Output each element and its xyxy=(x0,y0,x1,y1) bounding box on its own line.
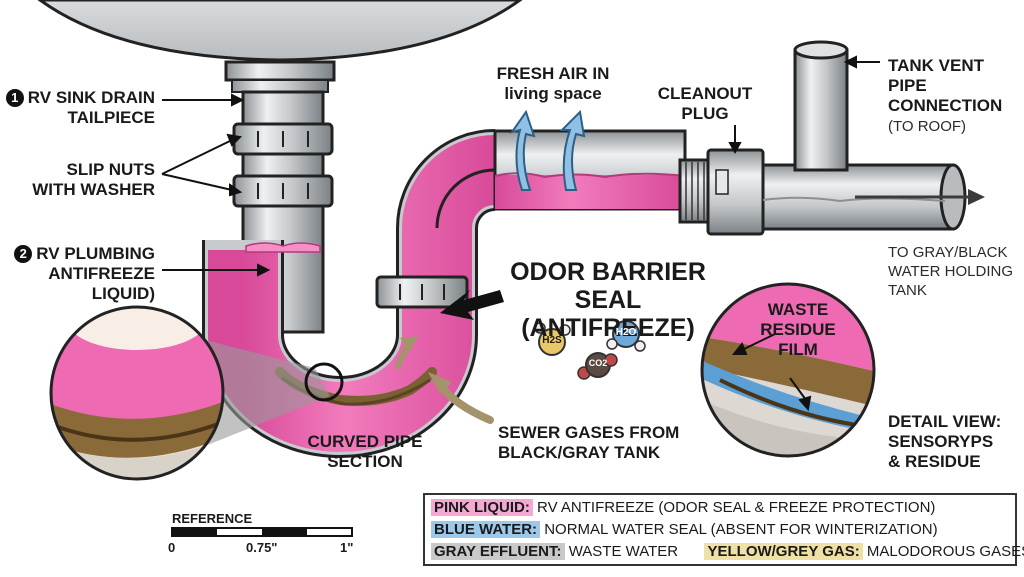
molecule-co2-label: CO2 xyxy=(588,358,608,368)
legend-yellow-text: MALODOROUS GASES xyxy=(866,543,1024,560)
magnifier-connector xyxy=(190,340,330,452)
label-cleanout-line1: CLEANOUT xyxy=(657,84,753,103)
molecule-h2s xyxy=(534,322,571,356)
label-tank-line3: TANK xyxy=(888,282,927,299)
label-vent-line3: (TO ROOF) xyxy=(888,118,967,135)
label-detail-line1: DETAIL VIEW: xyxy=(888,412,1002,431)
label-vent: TANK VENT PIPE CONNECTION (TO ROOF) xyxy=(888,56,1023,136)
label-sewer-gases: SEWER GASES FROM BLACK/GRAY TANK xyxy=(498,423,698,463)
label-tailpiece-line1: RV SINK DRAIN xyxy=(27,88,155,107)
scale-tick-075: 0.75" xyxy=(246,540,278,555)
slip-nut-trap xyxy=(375,275,469,309)
sink-bowl xyxy=(37,0,523,62)
odor-barrier-arrow xyxy=(440,290,504,320)
callout-2-badge: 2 xyxy=(14,245,33,263)
label-sewer-line1: SEWER GASES FROM xyxy=(498,423,680,442)
label-vent-line1: TANK VENT PIPE xyxy=(888,56,985,95)
label-fresh-line1: FRESH AIR IN xyxy=(496,64,610,83)
magnifier-target-ring xyxy=(304,362,344,402)
label-fresh-air: FRESH AIR IN living space xyxy=(478,64,628,104)
legend-gray-tag: GRAY EFFLUENT: xyxy=(431,543,565,560)
legend-blue-tag: BLUE WATER: xyxy=(431,521,541,538)
label-waste-line2: RESIDUE xyxy=(760,320,836,339)
label-tailpiece-line2: TAILPIECE xyxy=(67,108,155,127)
drain-flange xyxy=(224,60,336,82)
label-antifreeze-line2: ANTIFREEZE xyxy=(48,264,155,283)
label-odor-barrier: ODOR BARRIER SEAL (ANTIFREEZE) xyxy=(478,258,738,342)
legend-row-pink: PINK LIQUID: RV ANTIFREEZE (ODOR SEAL & … xyxy=(431,498,935,518)
legend-blue-text: NORMAL WATER SEAL (ABSENT FOR WINTERIZAT… xyxy=(544,521,938,538)
label-curved-pipe: CURVED PIPE SECTION xyxy=(290,432,440,472)
vent-pipe xyxy=(793,48,849,172)
label-vent-line2: CONNECTION xyxy=(888,96,1003,115)
legend-yellow-tag: YELLOW/GREY GAS: xyxy=(704,543,863,560)
legend-gray-text: WASTE WATER xyxy=(568,543,679,560)
slip-nut-upper xyxy=(232,122,334,156)
label-waste-residue: WASTE RESIDUE FILM xyxy=(748,300,848,360)
callout-1-badge: 1 xyxy=(5,89,24,107)
legend-row-blue: BLUE WATER: NORMAL WATER SEAL (ABSENT FO… xyxy=(431,520,938,540)
scale-tick-0: 0 xyxy=(168,540,176,555)
label-tank: TO GRAY/BLACK WATER HOLDING TANK xyxy=(888,243,1023,300)
fresh-air-arrows xyxy=(509,109,586,191)
leader-lines xyxy=(161,55,880,412)
label-fresh-line2: living space xyxy=(504,84,602,103)
legend-row-gray-yellow: GRAY EFFLUENT: WASTE WATER YELLOW/GREY G… xyxy=(431,542,1024,562)
label-cleanout: CLEANOUT PLUG xyxy=(650,84,760,124)
label-curved-line2: SECTION xyxy=(327,452,403,471)
scale-title: REFERENCE xyxy=(172,511,253,526)
label-cleanout-line2: PLUG xyxy=(681,104,729,123)
molecule-h2o-label: H2O xyxy=(615,327,637,338)
scale-bar xyxy=(171,527,353,537)
label-odor-line2: (ANTIFREEZE) xyxy=(521,314,695,342)
label-tank-line2: WATER HOLDING xyxy=(888,263,1014,280)
label-antifreeze-line1: RV PLUMBING xyxy=(36,244,155,263)
legend-pink-tag: PINK LIQUID: xyxy=(431,499,533,516)
label-sewer-line2: BLACK/GRAY TANK xyxy=(498,443,661,462)
molecule-h2s-label: H2S xyxy=(542,335,562,346)
label-antifreeze-line3: LIQUID) xyxy=(91,284,155,303)
label-waste-line3: FILM xyxy=(778,340,818,359)
cleanout-fitting xyxy=(678,148,765,236)
label-detail-line3: & RESIDUE xyxy=(888,452,981,471)
molecule-co2 xyxy=(577,352,618,380)
legend-box: PINK LIQUID: RV ANTIFREEZE (ODOR SEAL & … xyxy=(423,493,1024,566)
label-waste-line1: WASTE xyxy=(767,300,829,319)
label-slip-nuts: SLIP NUTS WITH WASHER xyxy=(0,160,155,200)
label-slip-line1: SLIP NUTS xyxy=(66,160,155,179)
legend-pink-text: RV ANTIFREEZE (ODOR SEAL & FREEZE PROTEC… xyxy=(537,499,936,516)
label-detail-line2: SENSORYPS xyxy=(888,432,994,451)
label-slip-line2: WITH WASHER xyxy=(32,180,155,199)
label-curved-line1: CURVED PIPE xyxy=(307,432,423,451)
molecule-h2o xyxy=(606,320,646,352)
detail-circle-left xyxy=(49,305,225,481)
slip-nut-lower xyxy=(232,174,334,208)
label-odor-line1: ODOR BARRIER SEAL xyxy=(510,258,706,314)
label-tank-line1: TO GRAY/BLACK xyxy=(888,244,1008,261)
scale-tick-1: 1" xyxy=(340,540,354,555)
label-detail-view: DETAIL VIEW: SENSORYPS & RESIDUE xyxy=(888,412,1023,472)
